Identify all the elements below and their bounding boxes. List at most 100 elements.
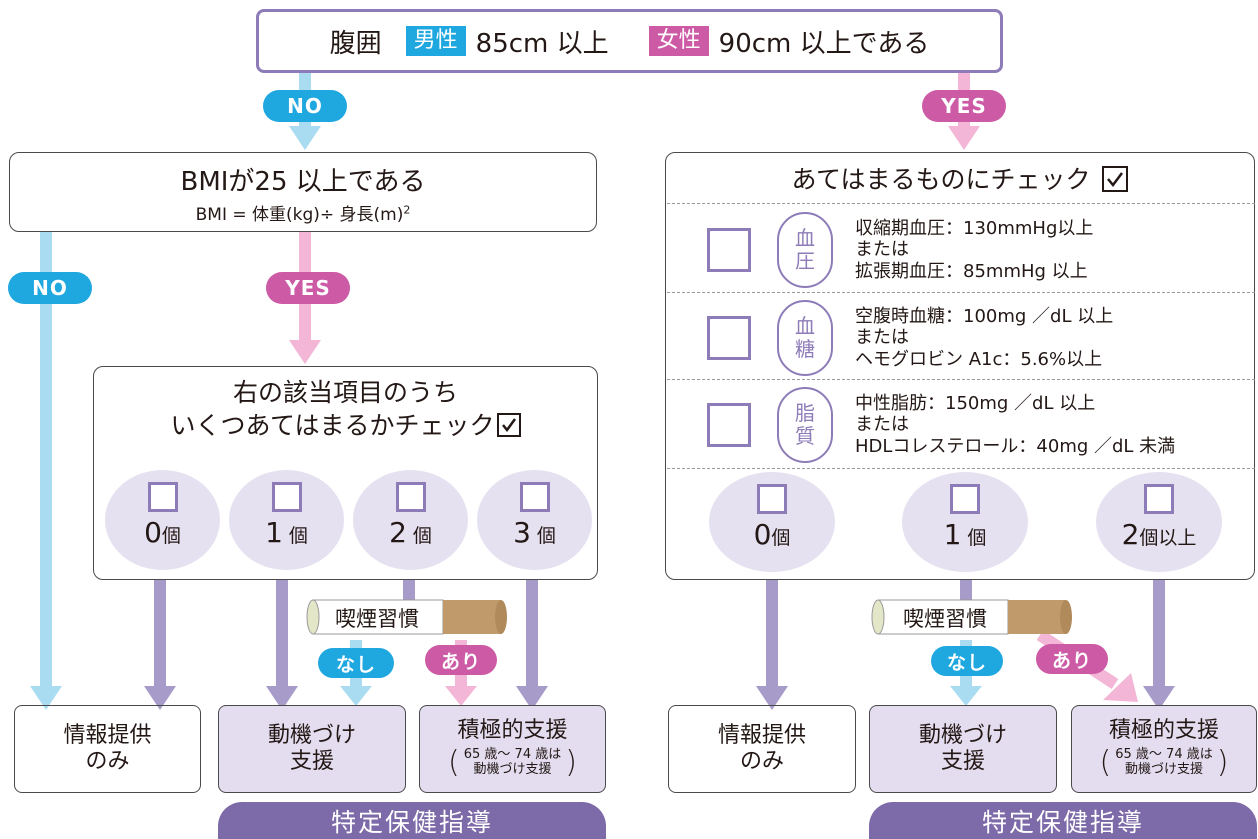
check-mark-icon [496,412,521,437]
female-threshold: 90cm 以上である [718,28,930,59]
no-pill-top: NO [263,90,347,122]
lipids-line1: 中性脂肪：150mg ／dL 以上 [855,392,1096,414]
left-specific-guidance-banner: 特定保健指導 [218,802,606,839]
bmi-title: BMIが25 以上である [180,167,426,197]
left-count-3-label: 3 個 [513,516,556,549]
right-criteria-title: あてはまるものにチェック [665,160,1255,196]
bmi-formula-exponent: 2 [403,203,411,217]
blood-pressure-line1: 収縮期血圧：130mmHg以上 [855,217,1094,239]
right-outcome-active-note2: 動機づけ支援 [1124,762,1203,778]
left-outcome-active-note1: 65 歳〜 74 歳は [463,747,562,763]
left-count-title-line2-text: いくつあてはまるかチェック [170,410,495,440]
left-outcome-info-line1: 情報提供 [63,722,152,748]
left-count-3-number: 3 [513,516,531,549]
left-outcome-motivation-line1: 動機づけ [267,722,356,748]
female-tag: 女性 [648,26,709,56]
left-count-1[interactable]: 1 個 [229,470,344,570]
right-count-1-unit: 個 [961,527,987,549]
right-count-0-label: 0個 [754,518,791,551]
left-count-2-checkbox[interactable] [395,482,426,512]
right-count-1-checkbox[interactable] [950,484,980,514]
blood-pressure-badge: 血圧 [777,212,833,288]
yes-pill-top: YES [922,90,1006,122]
left-count-3-unit: 個 [530,525,556,547]
blood-sugar-line3: ヘモグロビン A1c：5.6%以上 [855,348,1103,370]
left-outcome-active-note: ( 65 歳〜 74 歳は 動機づけ支援 ) [448,744,577,780]
right-outcome-info-line1: 情報提供 [717,722,806,748]
left-count-0-label: 0個 [144,516,181,549]
divider [667,292,1255,293]
right-nashi-pill: なし [931,646,1003,676]
left-outcome-active-note2: 動機づけ支援 [473,762,552,778]
right-outcome-active: 積極的支援 ( 65 歳〜 74 歳は 動機づけ支援 ) [1071,705,1257,793]
blood-sugar-line1: 空腹時血糖：100mg ／dL 以上 [855,305,1114,327]
right-criteria-title-text: あてはまるものにチェック [791,165,1091,194]
male-threshold: 85cm 以上 [475,28,609,59]
left-nashi-pill: なし [318,648,394,678]
right-outcome-info-line2: のみ [739,749,784,774]
blood-pressure-line2: または [855,239,909,261]
lipids-text: 中性脂肪：150mg ／dL 以上 または HDLコレステロール：40mg ／d… [855,393,1175,458]
left-count-title-line1: 右の該当項目のうち [232,378,458,407]
left-count-1-label: 1 個 [265,516,308,549]
divider [667,468,1255,469]
lipids-badge-char1: 脂 [795,401,815,425]
blood-pressure-checkbox[interactable] [707,228,751,272]
lipids-line2: または [855,414,909,436]
left-outcome-info-line2: のみ [85,749,130,774]
right-count-2plus-checkbox[interactable] [1144,484,1174,514]
right-outcome-info-only: 情報提供 のみ [668,705,856,793]
left-count-2[interactable]: 2 個 [353,470,468,570]
bmi-formula-text: BMI = 体重(kg)÷ 身長(m) [195,205,404,225]
lipids-checkbox[interactable] [707,403,751,447]
right-count-1[interactable]: 1 個 [902,472,1028,572]
lipids-badge-char2: 質 [795,424,815,448]
left-count-0-number: 0 [144,516,162,549]
yes-pill-bmi: YES [266,272,350,304]
criterion-blood-sugar: 血糖 空腹時血糖：100mg ／dL 以上 または ヘモグロビン A1c：5.6… [667,298,1255,378]
right-count-2plus[interactable]: 2個以上 [1096,472,1222,572]
right-outcome-active-title: 積極的支援 [1108,717,1219,743]
left-count-1-unit: 個 [282,525,308,547]
left-count-0-checkbox[interactable] [147,482,178,512]
right-outcome-active-note: ( 65 歳〜 74 歳は 動機づけ支援 ) [1099,744,1229,780]
waist-question-box: 腹囲 男性 85cm 以上 女性 90cm 以上である [256,9,1003,73]
right-count-1-number: 1 [943,518,962,551]
blood-sugar-line2: または [855,327,909,349]
right-count-2plus-unit: 個以上 [1139,527,1197,549]
bmi-question-box: BMIが25 以上である BMI = 体重(kg)÷ 身長(m)2 [9,152,597,232]
blood-sugar-badge-char2: 糖 [795,337,815,361]
right-count-0-checkbox[interactable] [757,484,787,514]
left-count-title-line2: いくつあてはまるかチェック [94,410,597,443]
left-outcome-info-only: 情報提供 のみ [14,705,201,793]
male-tag: 男性 [405,26,466,56]
blood-sugar-badge-char1: 血 [795,314,815,338]
right-outcome-motivation: 動機づけ 支援 [869,705,1057,793]
check-mark-icon [1102,166,1129,192]
blood-pressure-badge-char2: 圧 [795,249,815,273]
left-outcome-active-title: 積極的支援 [457,717,568,743]
left-ari-pill: あり [425,645,497,675]
left-count-3[interactable]: 3 個 [477,470,592,570]
left-count-0[interactable]: 0個 [105,470,220,570]
criterion-blood-pressure: 血圧 収縮期血圧：130mmHg以上 または 拡張期血圧：85mmHg 以上 [667,210,1255,290]
right-outcome-active-note1: 65 歳〜 74 歳は [1115,747,1213,763]
blood-pressure-badge-char1: 血 [795,226,815,250]
divider [667,379,1255,380]
left-count-3-checkbox[interactable] [519,482,550,512]
right-count-2plus-number: 2 [1121,518,1140,551]
right-count-0[interactable]: 0個 [709,472,835,572]
left-outcome-motivation-line2: 支援 [289,749,334,774]
left-count-2-number: 2 [389,516,407,549]
no-pill-bmi: NO [8,272,92,304]
blood-sugar-checkbox[interactable] [707,316,751,360]
blood-pressure-line3: 拡張期血圧：85mmHg 以上 [855,260,1088,282]
waist-label: 腹囲 [329,28,382,59]
left-outcome-motivation: 動機づけ 支援 [218,705,406,793]
right-count-0-unit: 個 [771,527,791,549]
left-count-2-label: 2 個 [389,516,432,549]
left-count-2-unit: 個 [406,525,432,547]
left-smoking-label: 喫煙習慣 [335,607,419,631]
left-count-1-checkbox[interactable] [271,482,302,512]
